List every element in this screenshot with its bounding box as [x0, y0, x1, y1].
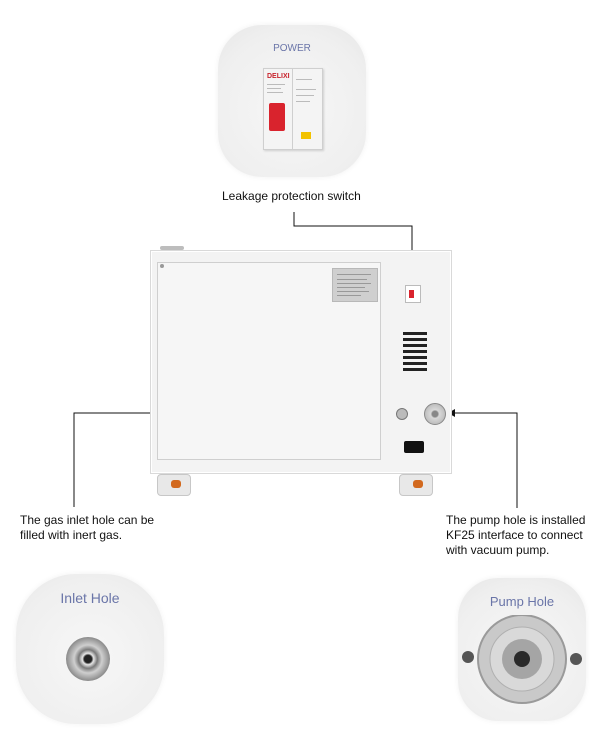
pump-arrow-line [453, 412, 518, 508]
inlet-caption: The gas inlet hole can be filled with in… [20, 513, 155, 542]
inlet-card-title: Inlet Hole [60, 590, 120, 606]
pump-caption: The pump hole is installed KF25 interfac… [446, 513, 586, 557]
pump-card-title: Pump Hole [489, 594, 555, 609]
power-caption: Leakage protection switch [222, 189, 361, 203]
breaker-lever [269, 103, 285, 131]
pump-hole-fitting-image [462, 615, 582, 704]
inlet-hole-fitting-image [66, 637, 110, 681]
breaker-brand-label: DELIXI [267, 73, 290, 80]
door-latch [160, 264, 164, 268]
caster-left [157, 474, 191, 496]
power-card-title: POWER [273, 43, 311, 54]
breaker-test-button [301, 132, 311, 139]
machine-top-handle [160, 246, 184, 250]
gas-inlet-port [396, 408, 408, 420]
caster-right [399, 474, 433, 496]
power-socket [404, 441, 424, 453]
machine-power-switch [405, 285, 421, 303]
pump-port [424, 403, 446, 425]
nameplate [332, 268, 378, 302]
leakage-protection-switch-image: DELIXI [263, 68, 323, 150]
power-arrow-line [293, 212, 413, 268]
